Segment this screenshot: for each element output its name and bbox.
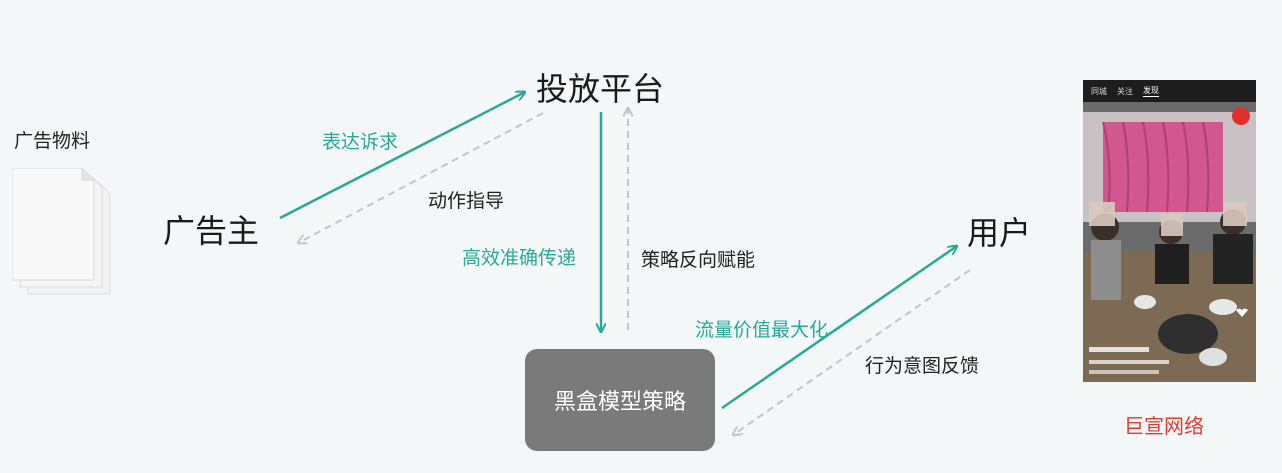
arrow-platform-to-advertiser — [298, 112, 544, 243]
brand-watermark: 巨宣网络 — [1124, 414, 1204, 438]
node-blackbox: 黑盒模型策略 — [525, 349, 715, 451]
edge-label-efficient-delivery: 高效准确传递 — [462, 247, 577, 269]
node-user: 用户 — [967, 214, 1032, 252]
phone-tab-following: 关注 — [1117, 86, 1133, 96]
materials-label: 广告物料 — [14, 130, 91, 152]
phone-screenshot: 同城 关注 发现 — [1083, 80, 1256, 382]
edge-label-action-guide: 动作指导 — [428, 190, 505, 212]
edge-label-strategy-feedback: 策略反向赋能 — [641, 249, 756, 271]
document-stack-icon — [12, 168, 111, 295]
node-blackbox-label: 黑盒模型策略 — [553, 390, 686, 415]
phone-tab-discover: 发现 — [1143, 86, 1159, 97]
edge-label-behavior-feedback: 行为意图反馈 — [865, 355, 980, 377]
arrow-blackbox-to-user — [721, 246, 957, 410]
arrow-user-to-blackbox — [733, 269, 971, 435]
arrow-advertiser-to-platform — [279, 92, 525, 220]
phone-tab-nearby: 同城 — [1091, 86, 1107, 96]
edge-label-express-demand: 表达诉求 — [322, 131, 399, 153]
node-advertiser: 广告主 — [163, 212, 260, 250]
edge-label-traffic-value: 流量价值最大化 — [695, 319, 829, 341]
phone-top-bar: 同城 关注 发现 — [1083, 80, 1256, 102]
phone-video-frame — [1083, 102, 1256, 382]
node-platform: 投放平台 — [536, 70, 665, 108]
